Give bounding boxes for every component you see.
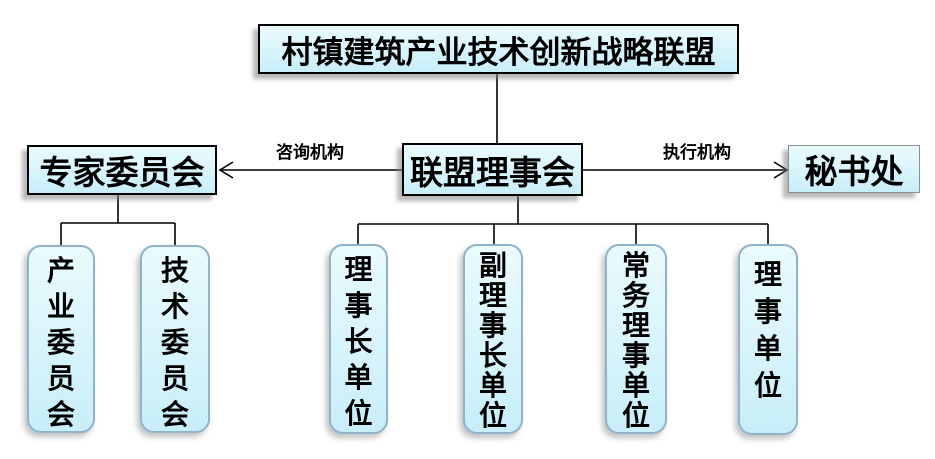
vice-chairman-unit-label: 副理事长单位: [478, 250, 507, 431]
technology-committee-box: 技术委员会: [140, 245, 210, 433]
vice-chairman-unit-box: 副理事长单位: [463, 244, 523, 434]
expert-committee-label: 专家委员会: [39, 154, 205, 191]
chairman-unit-label: 理事长单位: [344, 254, 373, 429]
root-box-label: 村镇建筑产业技术创新战略联盟: [281, 34, 716, 70]
executive-arrow-label: 执行机构: [663, 143, 731, 162]
right-arrowhead-icon: [773, 161, 789, 179]
standing-director-unit-label: 常务理事单位: [621, 250, 650, 431]
industry-committee-label: 产业委员会: [46, 255, 75, 430]
expert-committee-box: 专家委员会: [27, 145, 217, 195]
left-arrowhead-icon: [218, 161, 234, 179]
alliance-council-box: 联盟理事会: [402, 143, 583, 196]
secretariat-label: 秘书处: [804, 153, 904, 190]
alliance-council-label: 联盟理事会: [410, 153, 575, 191]
industry-committee-box: 产业委员会: [27, 245, 95, 433]
director-unit-box: 理事单位: [738, 244, 798, 435]
chairman-unit-box: 理事长单位: [329, 244, 388, 434]
standing-director-unit-box: 常务理事单位: [605, 244, 667, 434]
director-unit-label: 理事单位: [753, 259, 782, 401]
secretariat-box: 秘书处: [788, 145, 920, 193]
root-box: 村镇建筑产业技术创新战略联盟: [258, 24, 739, 74]
advisory-arrow-label: 咨询机构: [276, 143, 344, 162]
technology-committee-label: 技术委员会: [160, 255, 189, 430]
